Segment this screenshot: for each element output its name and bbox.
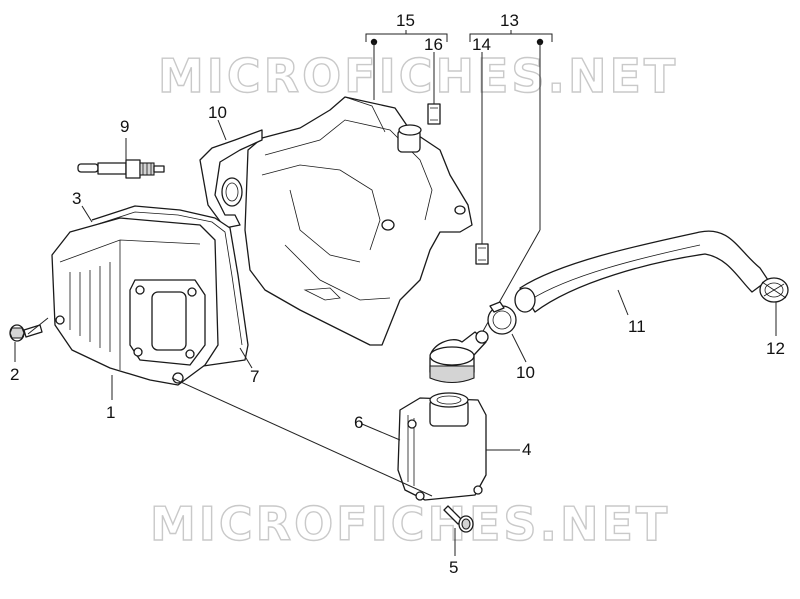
callout-4: 4 [522,440,531,459]
breather-hose [514,230,769,313]
callout-14: 14 [472,35,491,54]
leader-lines [14,52,777,556]
callout-6: 6 [354,413,363,432]
watermark-top: MICROFICHES.NET [158,49,678,103]
screw [443,505,474,533]
air-shroud [244,96,473,346]
callout-2: 2 [10,365,19,384]
callout-9: 9 [120,117,129,136]
oil-separator-box [397,392,487,501]
separator-cap [429,330,489,384]
callout-10-lower: 10 [516,363,535,382]
callout-10-upper: 10 [208,103,227,122]
callout-7: 7 [250,367,259,386]
callout-15: 15 [396,11,415,30]
bracket-group-15 [365,30,448,100]
callout-13: 13 [500,11,519,30]
callout-12: 12 [766,339,785,358]
hose-clip-10 [487,301,517,335]
callout-11: 11 [628,317,646,336]
cylinder-head-cover [51,217,219,386]
hose-clamp-12 [759,277,789,303]
spark-plug [77,159,165,179]
flange-bolt [9,324,43,342]
watermark-bottom: MICROFICHES.NET [150,497,670,551]
callout-5: 5 [449,558,458,577]
spring-clip-16 [427,103,441,125]
callout-16: 16 [424,35,443,54]
callout-1: 1 [106,403,115,422]
callout-numbers: 1 2 3 4 5 6 7 9 10 10 11 12 13 14 15 16 [10,11,785,577]
callout-3: 3 [72,189,81,208]
spring-clip-14 [475,243,489,265]
